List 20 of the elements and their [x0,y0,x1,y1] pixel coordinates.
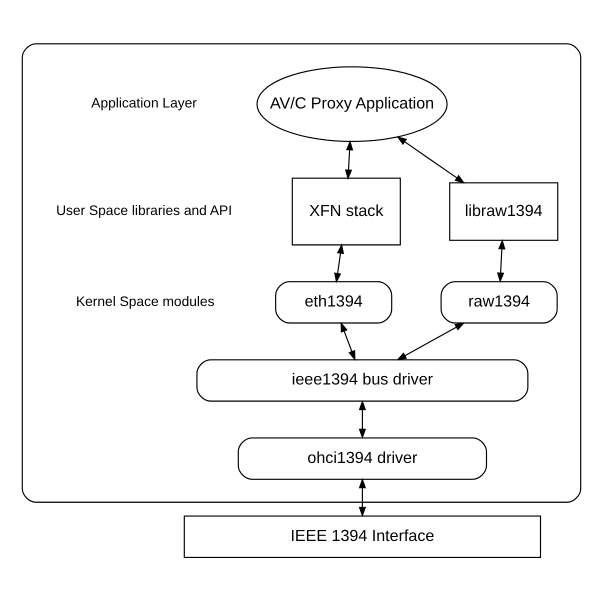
label: Application Layer [91,96,197,111]
arrow [358,400,366,440]
node-box: ieee1394 bus driver [196,359,528,402]
node-ellipse: AV/C Proxy Application [256,66,448,142]
node-box: eth1394 [275,281,392,324]
cluster [22,43,582,503]
arrow [396,136,466,184]
arrow [497,238,506,283]
node-box: raw1394 [440,281,558,324]
arrow [358,478,366,518]
label: Kernel Space modules [76,294,214,309]
arrow [340,322,356,361]
arrow [396,322,466,361]
arrow [334,243,344,284]
node-box: ohci1394 driver [238,437,488,480]
arrow [344,140,354,180]
label: User Space libraries and API [56,203,232,218]
node-box: IEEE 1394 Interface [184,515,542,558]
node-box: libraw1394 [449,182,558,241]
node-box: XFN stack [292,178,401,246]
